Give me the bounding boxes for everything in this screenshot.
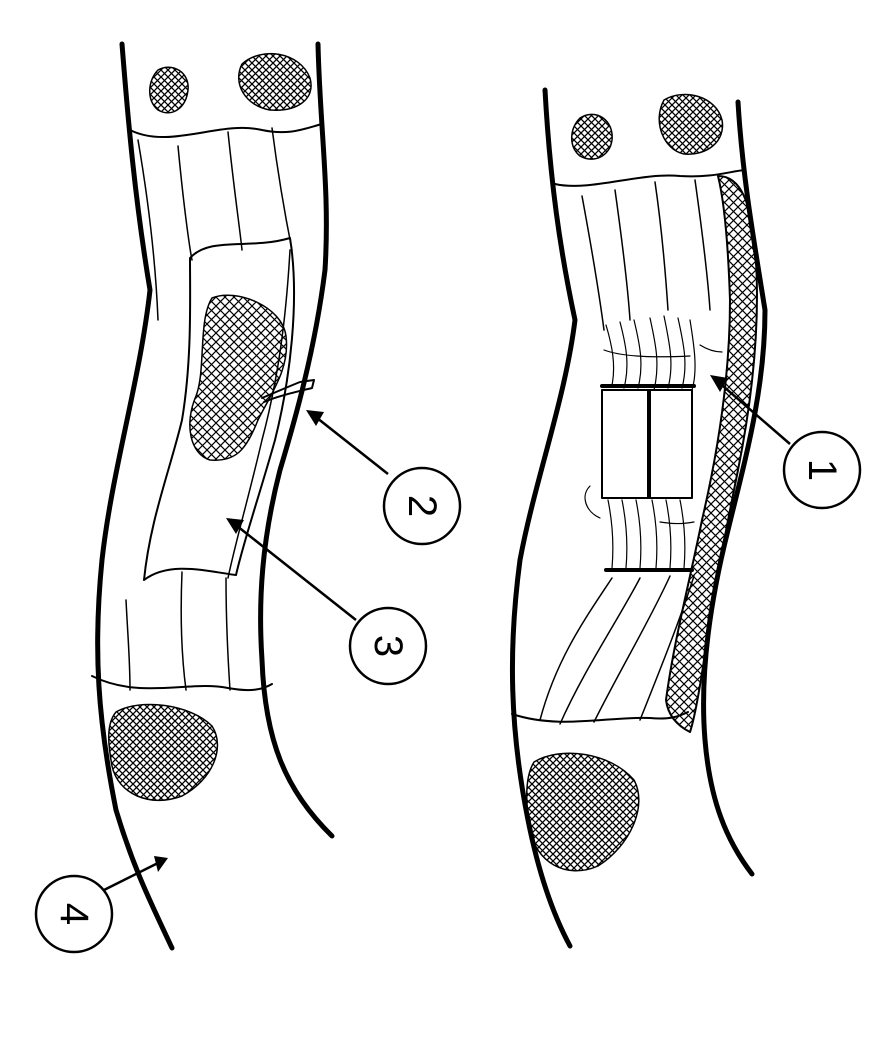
- callout-2-circle: [382, 466, 462, 546]
- left-conduit-cut-top: [129, 123, 323, 138]
- left-conduit-texture-bottom: [108, 703, 219, 801]
- right-wire-8: [639, 575, 695, 721]
- right-wire-5: [539, 577, 613, 721]
- right-wire-4: [694, 179, 711, 311]
- callout-4-circle: [34, 874, 114, 954]
- broken-wire-end: [261, 379, 315, 403]
- repair-sleeve-inner-edge: [227, 249, 291, 579]
- left-harness-assembly: [91, 41, 335, 951]
- callout-4-arrowhead: [154, 856, 168, 872]
- left-conduit-texture-top-1: [149, 66, 189, 114]
- callout-3-leader: [231, 521, 357, 621]
- right-wire-7: [593, 575, 671, 723]
- left-conduit-texture-top-2: [237, 52, 312, 111]
- splice-strands-top: [603, 315, 723, 391]
- left-wire-6: [180, 571, 187, 691]
- callout-4: 4: [34, 856, 168, 954]
- callout-2-label: 2: [400, 495, 444, 517]
- splice-strands-bottom: [584, 485, 695, 569]
- callout-3: 3: [226, 518, 428, 686]
- right-conduit-texture-top-2: [658, 93, 724, 155]
- callout-4-label: 4: [52, 903, 96, 925]
- left-wire-4: [271, 127, 293, 251]
- callout-1-arrowhead: [710, 375, 728, 392]
- callout-1: 1: [710, 375, 862, 510]
- callout-1-leader: [715, 379, 791, 445]
- callout-3-label: 3: [366, 635, 410, 657]
- left-conduit-cut-bottom: [91, 675, 273, 692]
- callout-1-circle: [782, 430, 862, 510]
- right-conduit-cut-bottom: [511, 711, 689, 723]
- callout-4-leader: [103, 860, 161, 892]
- left-wire-2: [177, 145, 193, 261]
- right-wire-2: [614, 189, 631, 321]
- splice-sleeve-right: [647, 389, 693, 499]
- callout-3-arrowhead: [226, 518, 244, 534]
- right-conduit-cut-top: [554, 169, 745, 187]
- callout-3-circle: [348, 606, 428, 686]
- splice-sleeve-left: [601, 389, 651, 499]
- right-wire-3: [654, 181, 669, 311]
- left-wire-5: [125, 599, 131, 691]
- callout-2-arrowhead: [306, 410, 324, 426]
- right-conduit-texture-top-1: [571, 113, 613, 160]
- left-conduit-outer-wall-left: [95, 41, 175, 951]
- callout-2-leader: [311, 413, 389, 475]
- braided-shield-strip: [665, 175, 759, 733]
- callout-1-label: 1: [800, 459, 844, 481]
- right-conduit-texture-bottom: [525, 752, 640, 872]
- left-wire-7: [225, 577, 231, 691]
- right-wire-6: [559, 577, 641, 725]
- callout-2: 2: [306, 410, 462, 546]
- repair-sleeve-outline: [143, 237, 296, 581]
- left-conduit-outer-wall-right: [258, 41, 335, 839]
- damaged-insulation-area: [189, 294, 288, 461]
- right-wire-1: [581, 195, 605, 331]
- right-harness-assembly: [509, 87, 768, 949]
- left-wire-3: [227, 131, 243, 251]
- left-wire-1: [137, 139, 159, 321]
